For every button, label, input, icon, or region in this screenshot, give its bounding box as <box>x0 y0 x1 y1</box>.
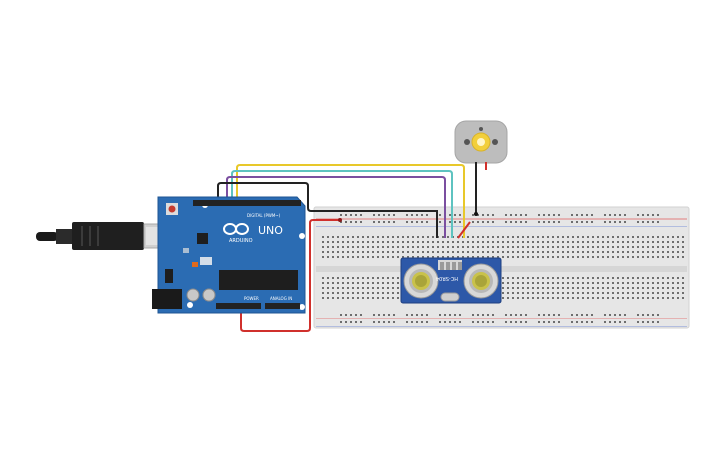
digital-header-label: DIGITAL (PWM~) <box>247 213 281 218</box>
brand-label: ARDUINO <box>229 238 253 244</box>
transducer-right <box>463 263 499 299</box>
arduino-uno[interactable]: ARDUINO UNO DIGITAL (PWM~) POWER ANALOG … <box>152 196 306 314</box>
transducer-left <box>403 263 439 299</box>
model-label: UNO <box>258 224 283 237</box>
header-analog-pins[interactable] <box>265 303 300 309</box>
sensor-pins[interactable] <box>440 262 462 270</box>
wire-black-gnd[interactable] <box>217 182 438 238</box>
ultrasonic-sensor[interactable]: HC-SR04 <box>400 257 502 304</box>
dc-motor[interactable] <box>454 120 508 214</box>
wire-yellow[interactable] <box>236 164 465 238</box>
header-digital-pins[interactable] <box>193 200 301 206</box>
analog-header-label: ANALOG IN <box>270 296 292 301</box>
wire-red-5v[interactable] <box>240 219 340 332</box>
atmega-chip <box>219 270 298 290</box>
wire-cyan[interactable] <box>231 170 453 238</box>
wires <box>217 164 478 332</box>
power-header-label: POWER <box>244 296 259 301</box>
arduino-logo <box>223 223 249 235</box>
wire-red-sensor[interactable] <box>457 221 471 239</box>
sensor-label: HC-SR04 <box>436 275 458 281</box>
power-jack[interactable] <box>152 289 182 309</box>
header-power-pins[interactable] <box>216 303 261 309</box>
wire-purple[interactable] <box>226 176 446 238</box>
